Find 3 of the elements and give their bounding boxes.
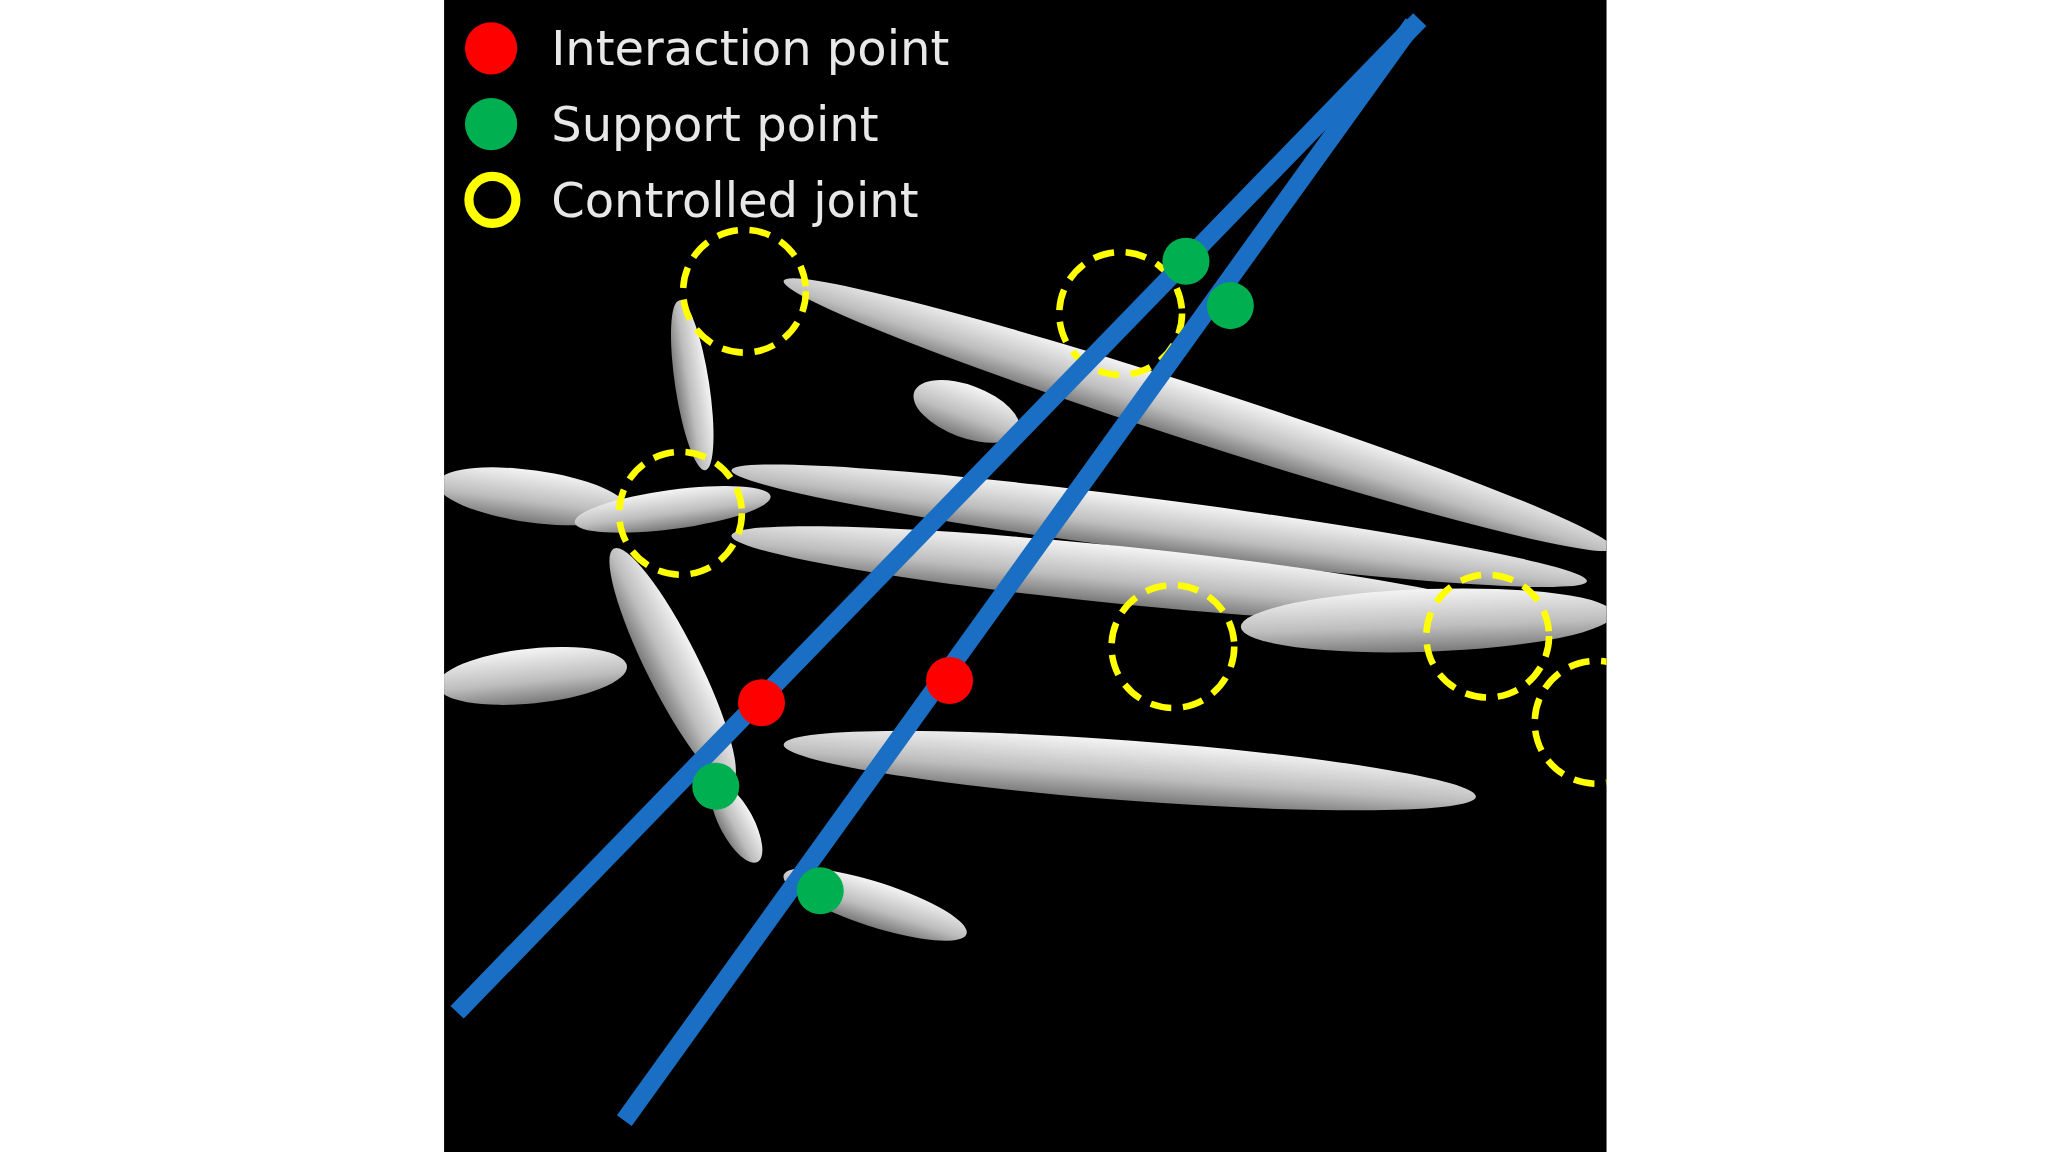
legend-label: Interaction point — [551, 19, 950, 79]
legend-label: Support point — [551, 95, 879, 155]
legend-label: Controlled joint — [551, 170, 919, 230]
